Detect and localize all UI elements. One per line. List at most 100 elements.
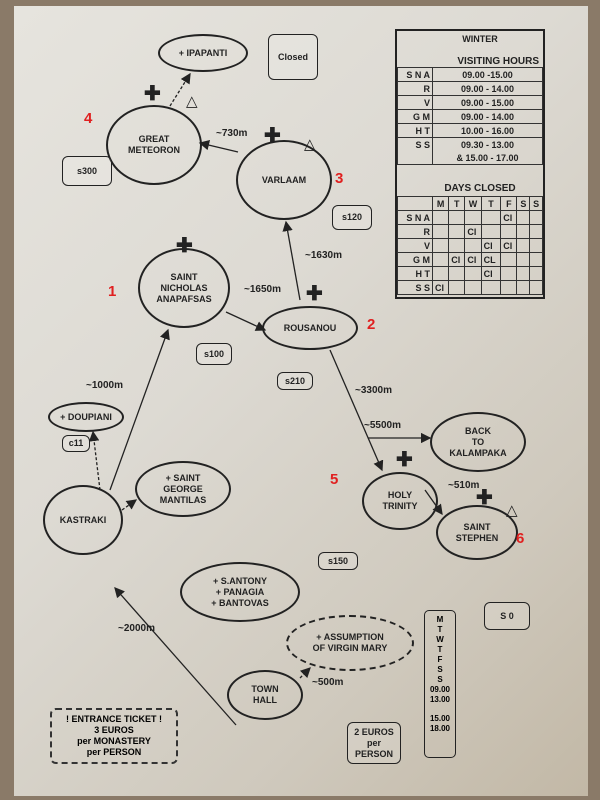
distance-label: ~510m bbox=[448, 480, 480, 491]
hours-value: 10.00 - 16.00 bbox=[432, 123, 543, 138]
callout-c11: c11 bbox=[62, 435, 90, 452]
closed-cell bbox=[529, 210, 543, 225]
hours-line: 18.00 bbox=[429, 724, 451, 733]
closed-cell bbox=[516, 210, 531, 225]
closed-cell bbox=[464, 280, 482, 295]
node-label-line: KALAMPAKA bbox=[449, 447, 507, 458]
monastery-code: S S bbox=[397, 280, 433, 295]
hours-line: S bbox=[437, 665, 443, 674]
closed-cell bbox=[431, 210, 450, 225]
monastery-code: R bbox=[397, 224, 433, 239]
node-label-line: NICHOLAS bbox=[160, 282, 208, 293]
hours-value: 09.00 -15.00 bbox=[432, 67, 543, 82]
cross-icon: ✚ bbox=[476, 487, 493, 509]
cross-icon: ✚ bbox=[144, 83, 161, 105]
node-label-line: HOLY bbox=[387, 490, 413, 500]
day-header: S bbox=[516, 196, 531, 211]
closed-cell bbox=[529, 224, 543, 239]
closed-cell bbox=[500, 224, 518, 239]
hours-value: 09.30 - 13.00 bbox=[432, 137, 543, 151]
node-label-line: KASTRAKI bbox=[59, 514, 107, 525]
node-label-line: ROUSANOU bbox=[283, 322, 337, 333]
hours-line: F bbox=[437, 655, 443, 664]
node-label-line: BACK bbox=[465, 425, 491, 436]
closed-cell bbox=[431, 238, 450, 253]
hours-line: 13.00 bbox=[429, 695, 451, 704]
closed-cell: Cl bbox=[500, 238, 518, 253]
hours-line: T bbox=[437, 625, 443, 634]
closed-cell bbox=[500, 266, 518, 281]
hours-line: S bbox=[437, 675, 443, 684]
day-header: T bbox=[448, 196, 466, 211]
hours-line: W bbox=[436, 635, 444, 644]
day-header: T bbox=[480, 196, 502, 211]
hours-value: 09.00 - 14.00 bbox=[432, 109, 543, 124]
ticket-line: 3 EUROS bbox=[94, 725, 134, 735]
closed-cell bbox=[431, 224, 450, 239]
cross-icon: ✚ bbox=[176, 235, 193, 257]
node-label-line: + ASSUMPTION bbox=[316, 632, 384, 642]
distance-label: ~500m bbox=[312, 677, 344, 688]
closed-cell bbox=[529, 280, 543, 295]
ticket-line: per MONASTERY bbox=[77, 736, 151, 746]
closed-cell bbox=[500, 252, 518, 267]
distance-label: ~5500m bbox=[364, 420, 401, 431]
cross-icon: ✚ bbox=[306, 283, 323, 305]
route-number: 1 bbox=[108, 283, 117, 300]
callout-closed: Closed bbox=[268, 34, 318, 80]
closed-cell bbox=[529, 252, 543, 267]
closed-cell bbox=[448, 280, 466, 295]
node-label-line: + SAINT bbox=[165, 472, 201, 483]
triangle-icon: △ bbox=[186, 93, 198, 110]
distance-label: ~1650m bbox=[244, 284, 281, 295]
monastery-code: G M bbox=[397, 109, 433, 124]
node-label-line: TO bbox=[471, 436, 485, 447]
node-label-line: + PANAGIA bbox=[215, 586, 265, 597]
closed-cell bbox=[448, 238, 466, 253]
closed-cell: Cl bbox=[431, 280, 450, 295]
distance-label: ~730m bbox=[216, 128, 248, 139]
days-closed-title: DAYS CLOSED bbox=[444, 183, 516, 194]
closed-cell bbox=[464, 210, 482, 225]
route-number: 6 bbox=[516, 530, 525, 547]
closed-cell: Cl bbox=[480, 238, 502, 253]
closed-cell bbox=[448, 266, 466, 281]
node-label-line: MANTILAS bbox=[159, 494, 207, 505]
monastery-rousanou: ROUSANOU bbox=[262, 306, 358, 350]
ticket-line: per PERSON bbox=[86, 747, 142, 757]
closed-cell bbox=[480, 210, 502, 225]
hours-value: 09.00 - 15.00 bbox=[432, 95, 543, 110]
callout-s300: s300 bbox=[62, 156, 112, 186]
closed-cell bbox=[516, 252, 531, 267]
closed-cell bbox=[516, 280, 531, 295]
closed-cell bbox=[516, 238, 531, 253]
callout-two-euros: 2 EUROS per PERSON bbox=[347, 722, 401, 764]
hours-value: 09.00 - 14.00 bbox=[432, 81, 543, 96]
node-label-line: TRINITY bbox=[382, 501, 418, 511]
closed-cell bbox=[480, 280, 502, 295]
monastery-code: S S bbox=[397, 137, 433, 151]
hours-title: VISITING HOURS bbox=[457, 56, 539, 67]
monastery-ipapanti: + IPAPANTI bbox=[158, 34, 248, 72]
hours-row: & 15.00 - 17.00 bbox=[397, 151, 543, 165]
node-label-line: GREAT bbox=[138, 134, 170, 144]
monastery-s-antony: + S.ANTONY+ PANAGIA+ BANTOVAS bbox=[180, 562, 300, 622]
monastery-varlaam: VARLAAM bbox=[236, 140, 332, 220]
day-header: S bbox=[529, 196, 543, 211]
node-label-line: TOWN bbox=[251, 684, 279, 694]
